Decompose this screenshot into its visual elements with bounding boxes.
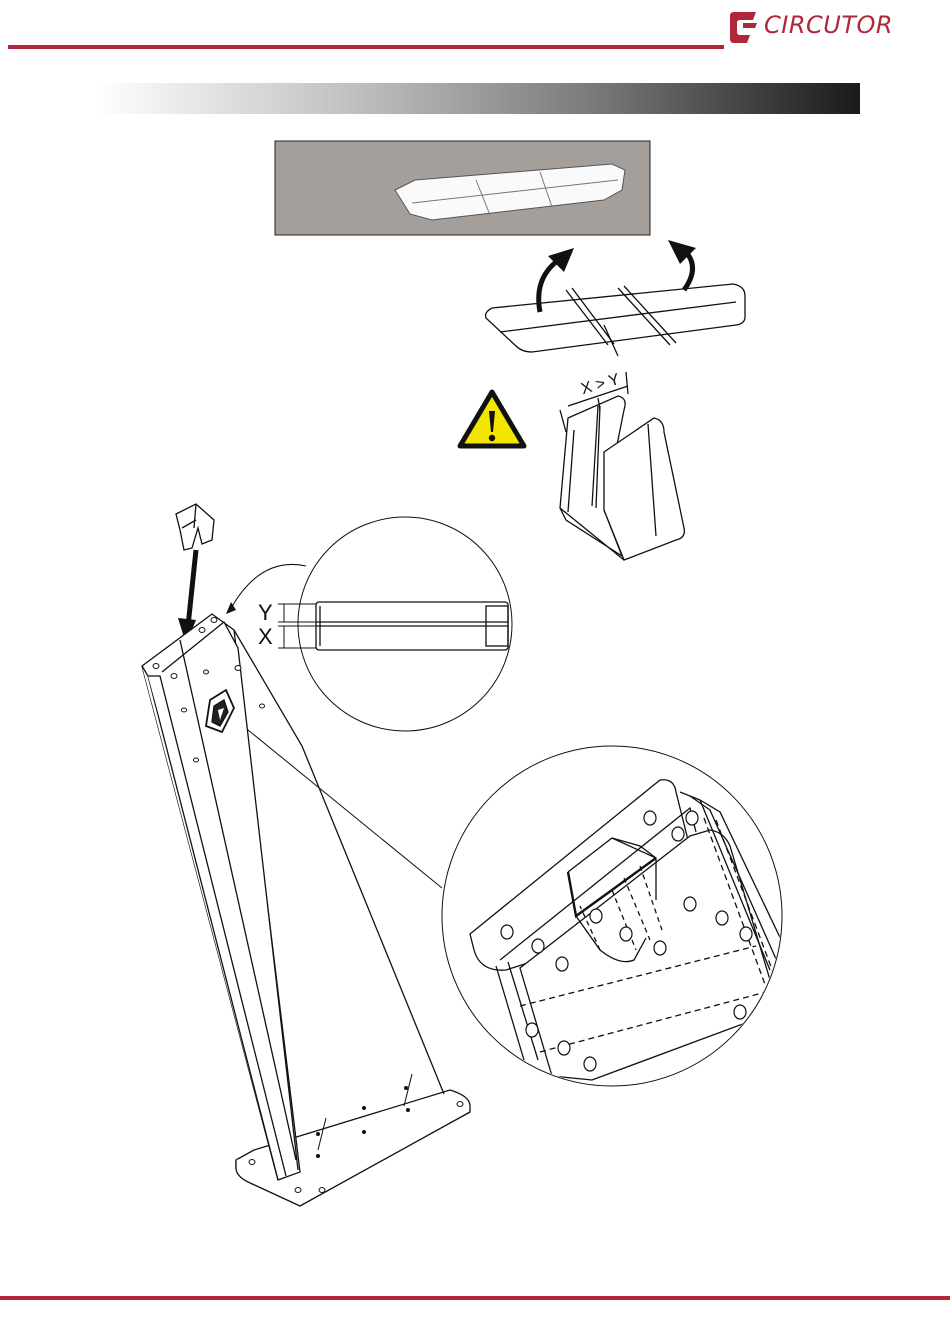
clip-part (176, 504, 214, 550)
bend-arrow-right (668, 240, 696, 290)
dimension-x-label: X (258, 624, 273, 649)
folded-clip-diagram (560, 372, 684, 560)
dimension-y-label: Y (258, 600, 273, 625)
flat-plate-diagram (486, 284, 745, 356)
detail-circle-clip-inside (442, 746, 786, 1086)
footer-rule (0, 1296, 950, 1300)
photo-inset (275, 141, 650, 235)
clip-inequality-label: X > Y (579, 371, 622, 398)
detail-circle-gap: Y X (258, 517, 512, 731)
warning-triangle-icon (460, 392, 524, 446)
